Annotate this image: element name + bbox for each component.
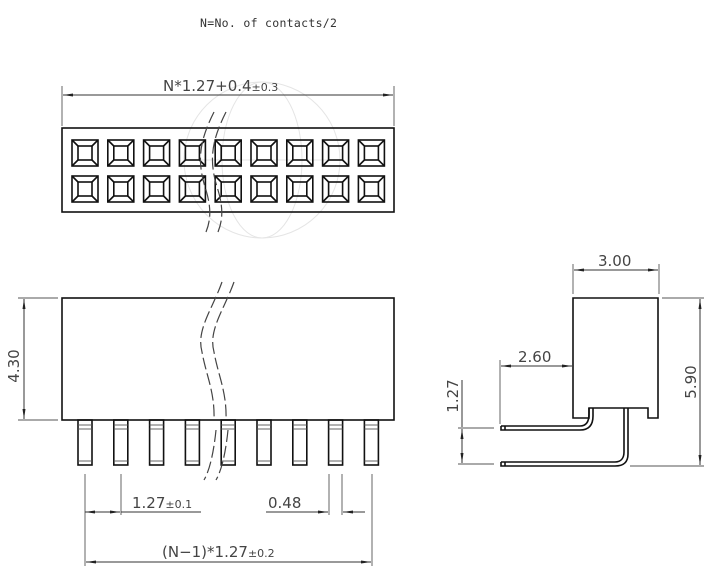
contact-pad (321, 175, 350, 203)
contact-pad (107, 175, 135, 203)
pitch-label: 1.27±0.1 (132, 494, 192, 512)
total-height-label: 5.90 (682, 365, 700, 398)
pin (184, 419, 201, 466)
front-break-line-1 (200, 281, 223, 421)
pin (113, 419, 129, 466)
pin (363, 419, 380, 466)
front-break-line-2 (212, 281, 235, 421)
pin (327, 419, 344, 466)
contacts-note: N=No. of contacts/2 (200, 16, 338, 30)
side-housing-outline (572, 297, 659, 419)
pin (148, 419, 165, 466)
pin (291, 419, 308, 466)
contact-pad (107, 139, 135, 167)
contact-pad (321, 139, 350, 167)
break-line-2 (211, 111, 227, 233)
contact-pad (357, 175, 386, 203)
lower-pin-inner (500, 408, 629, 467)
height-label: 4.30 (5, 349, 23, 382)
contact-pad (142, 175, 171, 203)
contact-pad (214, 139, 242, 167)
contact-pad (250, 175, 278, 203)
contact-pad (71, 175, 99, 203)
contact-pad (214, 175, 242, 203)
contact-pad (250, 139, 278, 167)
contact-pad (178, 175, 207, 203)
front-view: 4.30 1.27±0.1 0.48 (N−1)*1.27±0.2 (5, 281, 395, 566)
pad-array (71, 139, 386, 203)
top-view: N*1.27+0.4±0.3 (61, 77, 395, 233)
contact-pad (285, 139, 314, 167)
housing-front-outline (61, 297, 395, 421)
front-break-line-4 (215, 429, 229, 481)
front-break-line-3 (203, 429, 217, 481)
lower-pin-outer (501, 408, 625, 463)
break-line-1 (199, 111, 215, 233)
upper-pin-outer (501, 408, 590, 427)
contact-pad (71, 139, 99, 167)
side-width-label: 3.00 (598, 252, 631, 270)
contact-pad (357, 139, 386, 167)
pin (77, 419, 93, 466)
pin-width-label: 0.48 (268, 494, 301, 512)
pin-offset-label: 2.60 (518, 348, 551, 366)
housing-top-outline (61, 127, 395, 213)
contact-pad (142, 139, 171, 167)
upper-pin-inner (500, 408, 594, 431)
pin-array (77, 419, 380, 466)
overall-length-label: N*1.27+0.4±0.3 (163, 77, 278, 95)
contact-pad (285, 175, 314, 203)
pin-span-label: (N−1)*1.27±0.2 (162, 543, 275, 561)
side-view: 3.00 2.60 1.27 5.90 (444, 252, 704, 467)
pin (256, 419, 272, 466)
row-pitch-label: 1.27 (444, 379, 462, 412)
pin (220, 419, 236, 466)
